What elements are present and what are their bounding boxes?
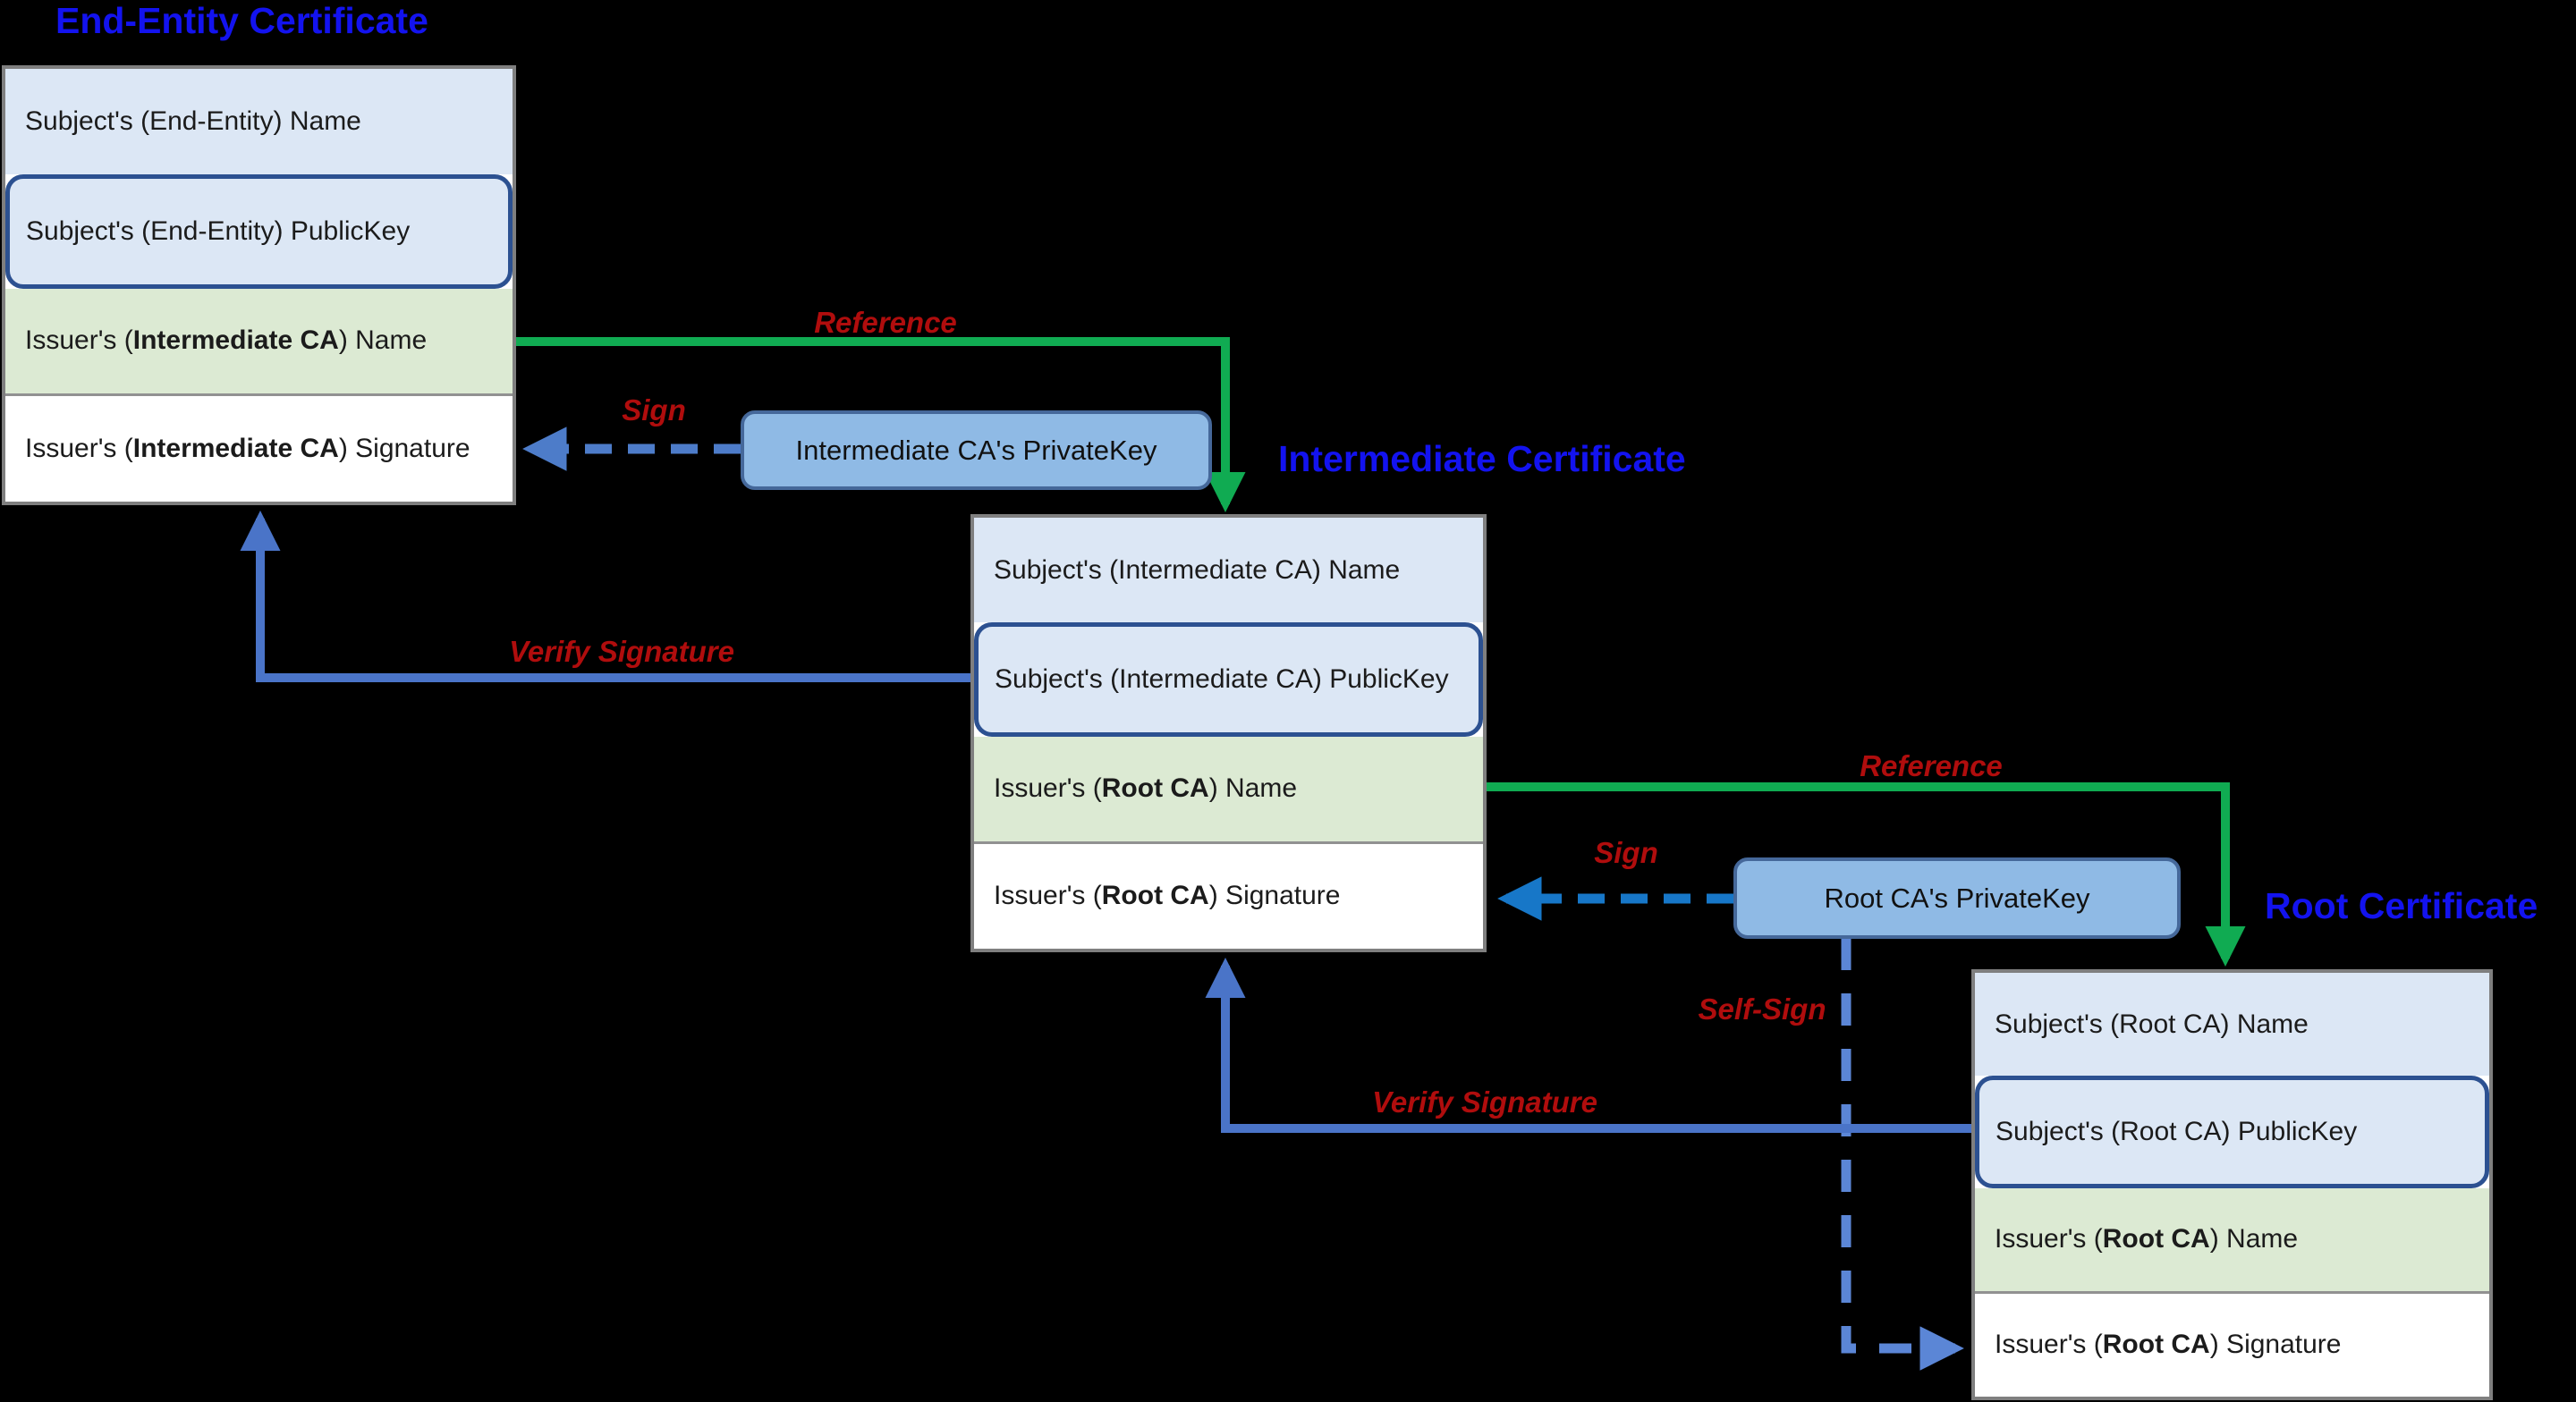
reference-label-2: Reference [1860, 749, 2003, 782]
intermediate-publickey-row: Subject's (Intermediate CA) PublicKey [974, 622, 1483, 737]
row-text-bold: Intermediate CA [132, 325, 339, 356]
verify-signature-label-1: Verify Signature [509, 635, 734, 668]
self-sign-arrow [1841, 938, 1964, 1371]
intermediate-certificate-box: Subject's (Intermediate CA) Name Subject… [970, 514, 1487, 952]
row-text: ) Signature [338, 434, 470, 464]
row-text-bold: Root CA [2102, 1224, 2210, 1254]
row-text: ) Name [1208, 773, 1298, 804]
end-entity-certificate-title: End-Entity Certificate [55, 0, 428, 41]
intermediate-subject-name-row: Subject's (Intermediate CA) Name [974, 518, 1483, 623]
verify-signature-arrow-1 [240, 511, 970, 682]
intermediate-issuer-name-row: Issuer's (Root CA) Name [974, 736, 1483, 841]
row-text-bold: Root CA [2102, 1330, 2210, 1360]
root-issuer-name-row: Issuer's (Root CA) Name [1975, 1187, 2489, 1291]
row-text: ) Name [338, 325, 428, 356]
intermediate-certificate-title: Intermediate Certificate [1278, 438, 1686, 479]
row-text: Subject's (End-Entity) Name [25, 106, 361, 136]
row-text-bold: Root CA [1101, 881, 1209, 911]
end-entity-publickey-row: Subject's (End-Entity) PublicKey [5, 173, 513, 289]
privatekey-label: Intermediate CA's PrivateKey [795, 434, 1157, 466]
intermediate-ca-privatekey-box: Intermediate CA's PrivateKey [741, 410, 1212, 490]
intermediate-issuer-signature-row: Issuer's (Root CA) Signature [974, 840, 1483, 949]
row-text: Issuer's ( [994, 881, 1102, 911]
row-text: Subject's (Intermediate CA) Name [994, 554, 1401, 585]
row-text: ) Name [2209, 1224, 2299, 1254]
root-subject-name-row: Subject's (Root CA) Name [1975, 973, 2489, 1077]
row-text: Subject's (Root CA) Name [1995, 1009, 2309, 1039]
row-text: Subject's (Root CA) PublicKey [1996, 1116, 2358, 1146]
reference-arrow-1 [516, 337, 1246, 512]
end-entity-issuer-name-row: Issuer's (Intermediate CA) Name [5, 288, 513, 394]
root-ca-privatekey-box: Root CA's PrivateKey [1733, 857, 2181, 939]
root-publickey-row: Subject's (Root CA) PublicKey [1975, 1076, 2489, 1188]
self-sign-label: Self-Sign [1698, 992, 1826, 1026]
verify-signature-label-2: Verify Signature [1372, 1085, 1597, 1119]
end-entity-subject-name-row: Subject's (End-Entity) Name [5, 69, 513, 174]
row-text: ) Signature [1208, 881, 1341, 911]
row-text: Subject's (End-Entity) PublicKey [26, 215, 411, 246]
row-text: Issuer's ( [1995, 1224, 2103, 1254]
end-entity-certificate-box: Subject's (End-Entity) Name Subject's (E… [2, 65, 516, 505]
row-text: Subject's (Intermediate CA) PublicKey [995, 663, 1449, 694]
row-text: Issuer's ( [25, 434, 133, 464]
end-entity-issuer-signature-row: Issuer's (Intermediate CA) Signature [5, 393, 513, 502]
row-text: ) Signature [2209, 1330, 2342, 1360]
root-issuer-signature-row: Issuer's (Root CA) Signature [1975, 1290, 2489, 1397]
row-text-bold: Intermediate CA [132, 434, 339, 464]
reference-arrow-2 [1487, 782, 2246, 967]
row-text: Issuer's ( [1995, 1330, 2103, 1360]
root-certificate-box: Subject's (Root CA) Name Subject's (Root… [1971, 969, 2493, 1400]
reference-label-1: Reference [814, 306, 957, 339]
row-text: Issuer's ( [994, 773, 1102, 804]
row-text-bold: Root CA [1101, 773, 1209, 804]
sign-label-1: Sign [622, 393, 686, 427]
verify-signature-arrow-2 [1205, 958, 1971, 1133]
sign-label-2: Sign [1594, 836, 1658, 869]
row-text: Issuer's ( [25, 325, 133, 356]
privatekey-label: Root CA's PrivateKey [1824, 882, 2090, 914]
root-certificate-title: Root Certificate [2265, 885, 2538, 926]
